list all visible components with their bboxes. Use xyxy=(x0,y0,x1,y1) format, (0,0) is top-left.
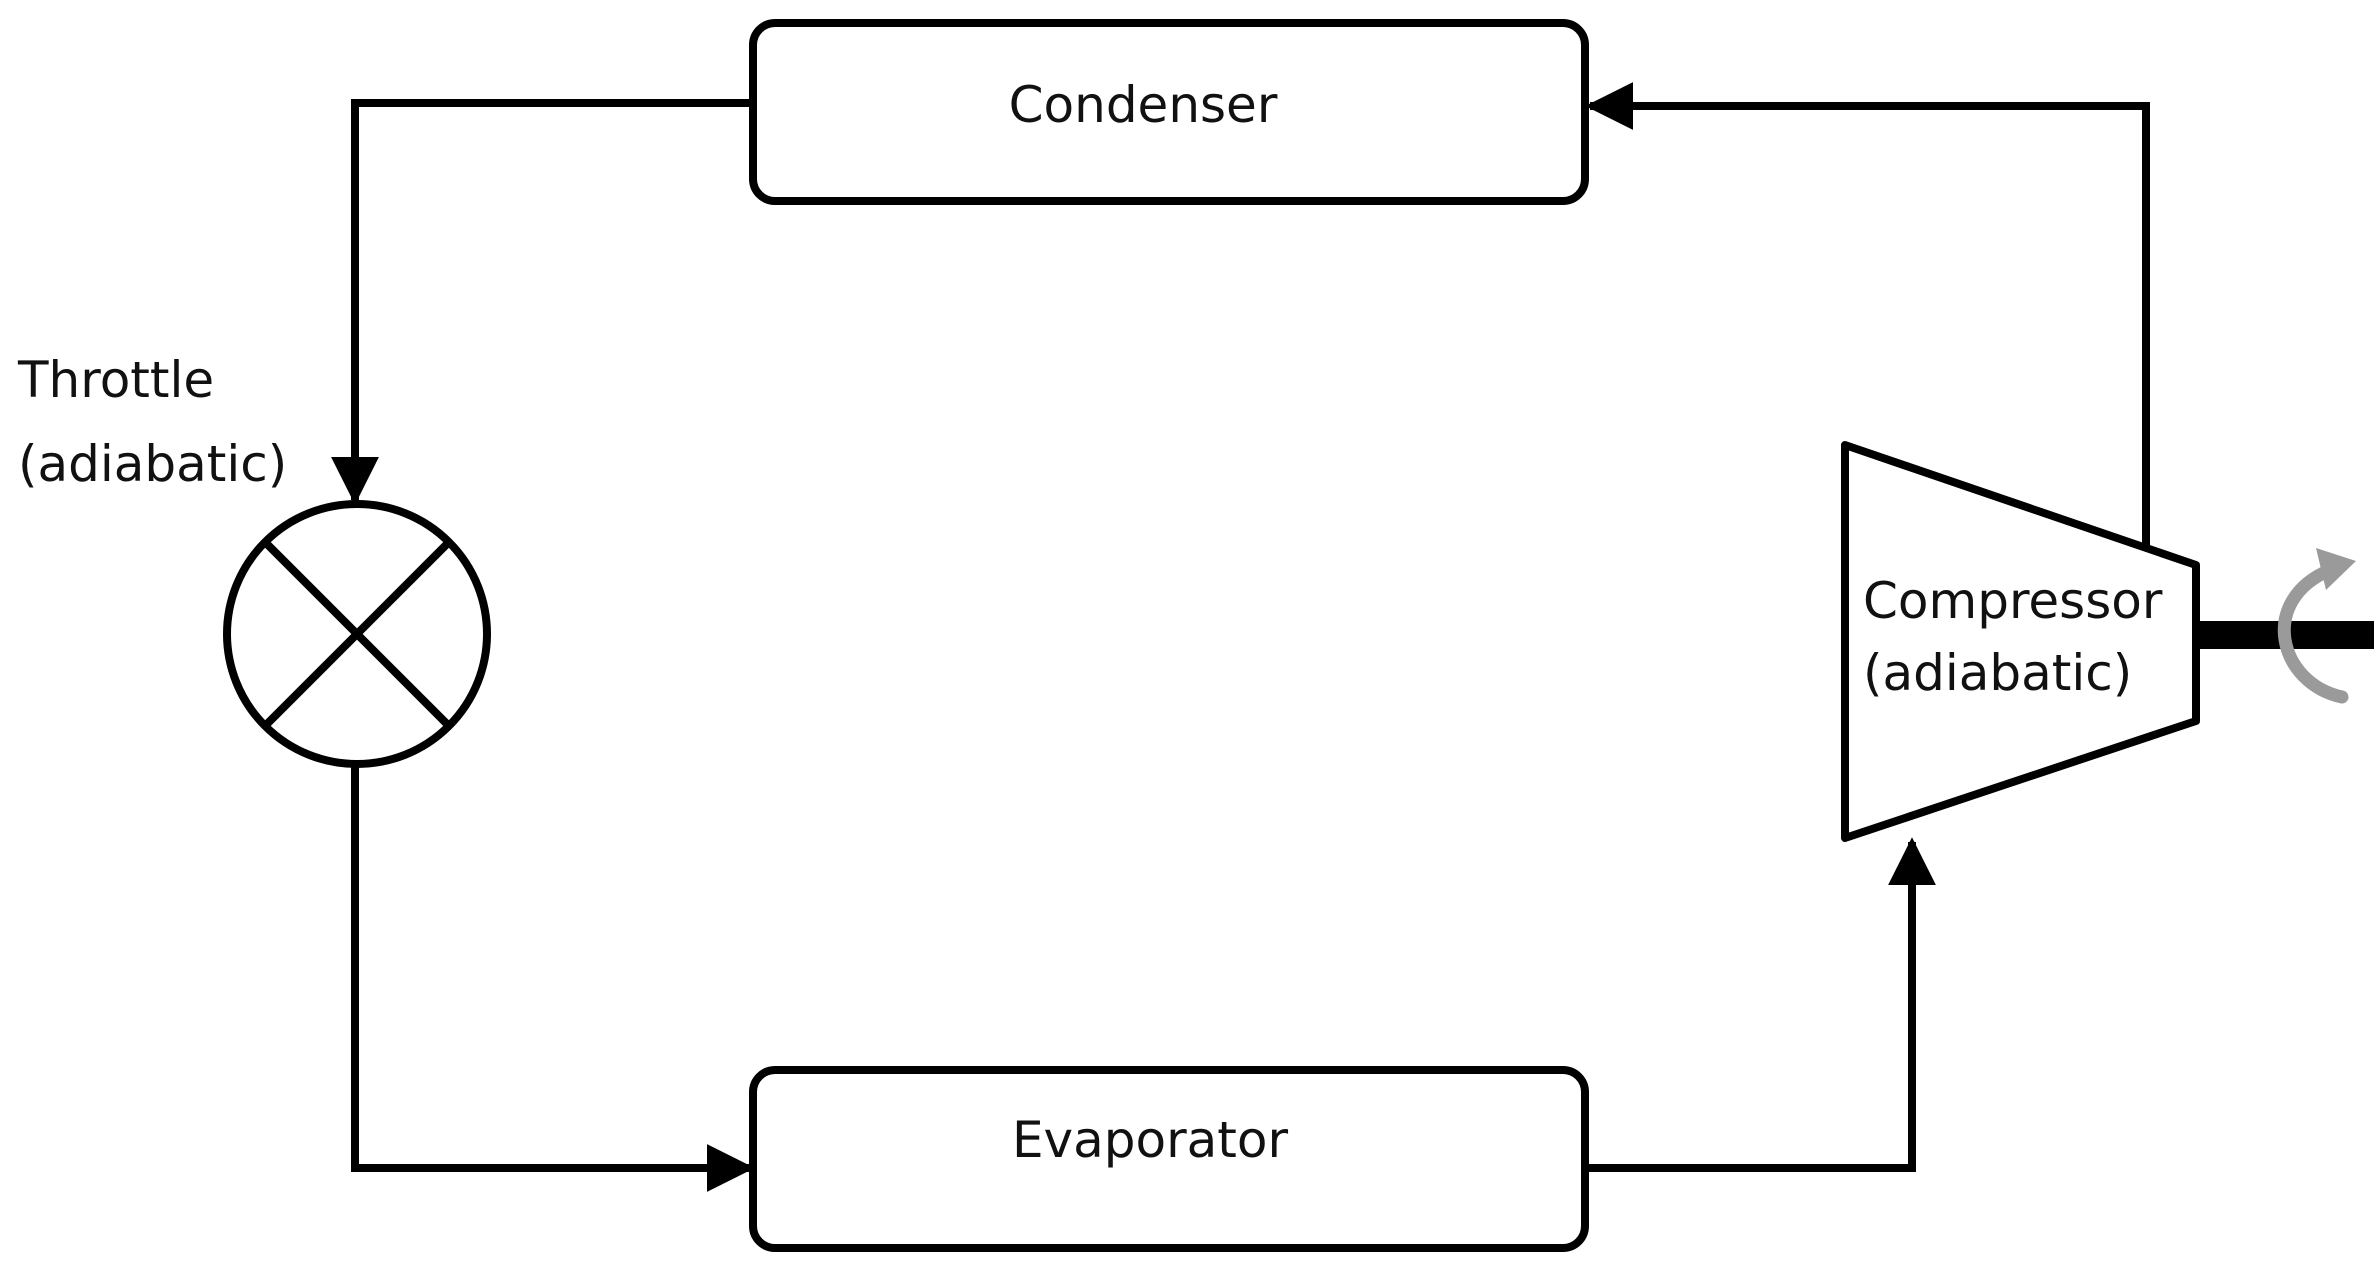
throttle-valve-cross-b xyxy=(262,539,452,729)
compressor-label-line1: Compressor xyxy=(1863,572,2163,630)
throttle-label-line1: Throttle xyxy=(17,351,214,409)
condenser: Condenser xyxy=(749,19,1589,205)
flow-throttle-to-evaporator xyxy=(351,765,755,1192)
evaporator-label: Evaporator xyxy=(1012,1111,1289,1169)
shaft-rotation-arrow-icon xyxy=(2277,563,2349,704)
flow-compressor-to-condenser xyxy=(1585,82,2150,547)
throttle-label-line2: (adiabatic) xyxy=(18,435,287,493)
compressor-label-line2: (adiabatic) xyxy=(1863,644,2132,702)
shaft-rotation-arrowhead-icon xyxy=(2316,548,2356,590)
evaporator: Evaporator xyxy=(749,1066,1589,1252)
flow-evaporator-to-compressor xyxy=(1585,837,1936,1172)
flow-condenser-to-throttle xyxy=(331,99,753,505)
condenser-label: Condenser xyxy=(1009,76,1278,134)
compressor: Compressor (adiabatic) xyxy=(1841,441,2374,842)
compressor-body xyxy=(1841,441,2200,842)
throttle-valve: Throttle (adiabatic) xyxy=(17,351,491,768)
condenser-box xyxy=(749,19,1589,205)
